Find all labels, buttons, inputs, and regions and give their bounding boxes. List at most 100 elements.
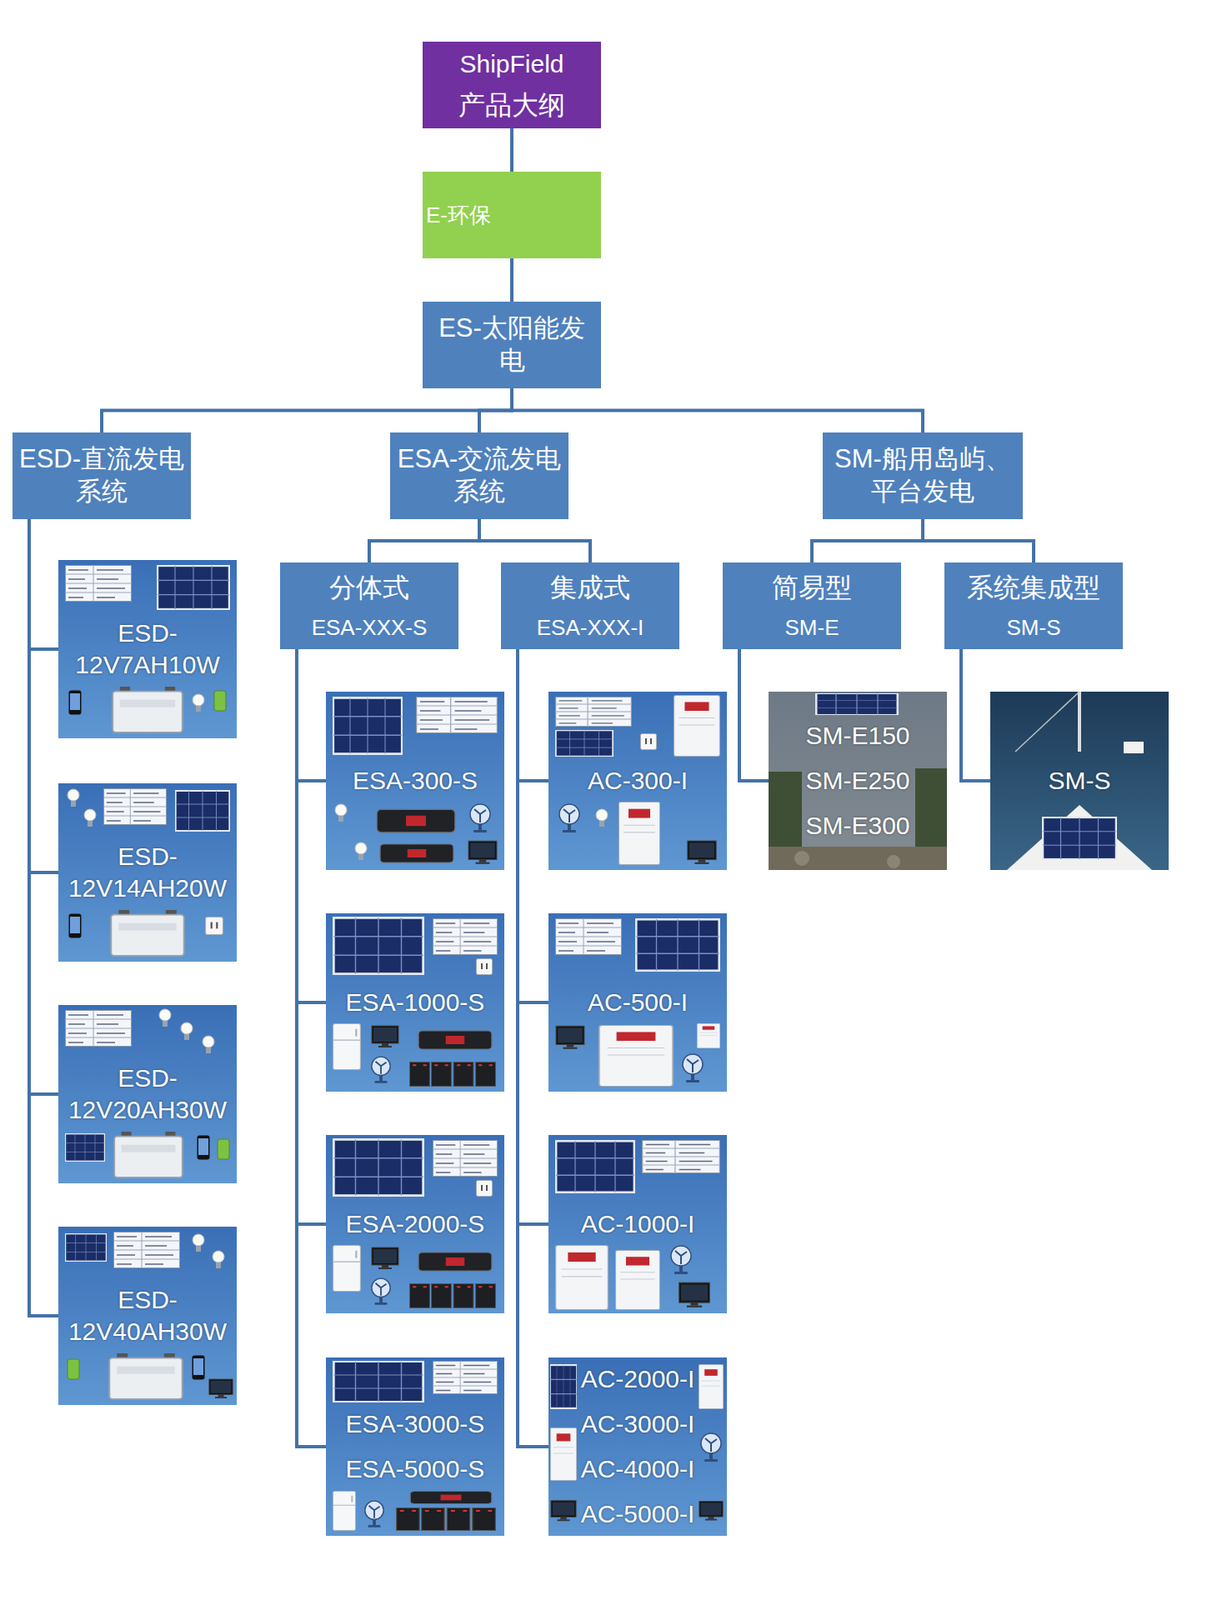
power-cabinet [696,1023,720,1049]
product-picture [325,1357,505,1537]
inverter-box [418,1252,492,1272]
product-picture-node: ESD- 12V7AH10W [58,560,237,739]
fan-icon [371,1056,391,1084]
connector-line [961,649,991,782]
power-cabinet [616,1251,661,1311]
connector-line [922,519,1034,563]
spec-table [113,1232,181,1269]
boat-mast [1077,691,1082,752]
picture-ground [548,1357,727,1537]
boat-rigging [1015,691,1080,752]
inverter-box [418,1031,492,1050]
connector-line [511,388,923,433]
photo-rock [794,851,810,867]
generator-container [915,768,947,847]
inverter-box [376,809,456,833]
product-picture-node: ESD- 12V14AH20W [58,783,237,962]
fan-icon [470,804,491,833]
power-cabinet [555,1246,609,1311]
category-label: SM-E [785,614,840,642]
solar-panel [816,694,898,716]
picture-ground [58,1227,237,1406]
power-cabinet [550,1427,576,1481]
product-label: AC-1000-I [580,1208,696,1241]
product-picture-node: ESD- 12V40AH30W [58,1227,237,1406]
category-label: ESA-交流发电系统 [395,443,564,509]
product-picture-node: AC-1000-I [548,1135,727,1314]
phone-icon [69,914,82,939]
connector-line [811,519,923,563]
photo-ground [768,846,947,871]
product-picture-node: ESA-2000-S [325,1135,505,1314]
picture-ground [548,913,727,1092]
tv-icon [687,841,717,865]
product-label: AC-4000-I [580,1453,696,1486]
category-label: 简易型 [771,570,852,605]
product-label: SM-E250 [805,765,910,797]
solar-panel [333,917,423,974]
category-label: 集成式 [550,570,631,605]
product-picture [548,1357,727,1537]
product-photo [990,691,1169,871]
product-label: ESA-5000-S [345,1453,486,1486]
spec-table [415,696,498,734]
fan-icon [371,1278,391,1306]
fridge-icon [332,1024,361,1071]
connector-line [517,649,549,1003]
fan-icon [682,1054,703,1083]
battery-box [114,1131,183,1178]
connector-line [29,519,59,873]
bulb-icon [159,1009,171,1027]
category-label: 产品大纲 [458,88,566,122]
solar-panel [555,1141,635,1192]
category-label: 系统集成型 [966,570,1101,605]
picture-ground [58,1005,237,1184]
category-box: 分体式ESA-XXX-S [280,562,459,650]
solar-panel [157,565,230,610]
product-picture-node: SM-S [990,691,1169,871]
spec-table [65,1010,132,1047]
connector-line [296,649,326,1003]
connector-line [479,519,591,563]
connector-line [296,649,326,782]
bulb-icon [355,842,367,861]
product-picture-node: SM-E150SM-E250SM-E300 [768,691,947,871]
tv-icon [209,1379,233,1399]
bulb-icon [192,1234,205,1253]
power-cabinet [698,1364,723,1409]
category-box: 系统集成型SM-S [944,562,1123,650]
product-label: AC-500-I [587,986,688,1019]
fan-icon [701,1433,722,1463]
picture-ground [58,560,237,739]
category-label: ESA-XXX-S [311,614,428,642]
photo-sky [768,691,947,871]
connector-line [517,649,549,782]
product-picture [58,560,237,739]
product-picture-node: ESA-3000-SESA-5000-S [325,1357,505,1537]
spec-table [432,918,498,956]
power-cabinet [619,802,661,866]
product-picture [548,913,727,1092]
category-label: ESA-XXX-I [536,614,645,642]
solar-panel [65,1134,106,1162]
product-label: ESD- 12V14AH20W [64,841,231,905]
product-picture [58,1005,237,1184]
picture-ground [58,783,237,962]
charger-icon [67,1359,80,1380]
tv-icon [550,1501,576,1522]
product-label: SM-E300 [805,810,910,842]
picture-ground [548,1135,727,1314]
category-box: ESD-直流发电系统 [12,432,191,520]
solar-panel [636,919,719,971]
bulb-icon [335,804,347,822]
tv-icon [371,1247,399,1270]
phone-icon [192,1356,206,1381]
boat-deck [1006,805,1152,871]
product-picture [58,783,237,962]
socket-icon [476,959,493,976]
connector-line [29,519,59,1095]
spec-table [432,1361,498,1395]
fridge-icon [332,1246,361,1293]
bulb-icon [202,1036,215,1054]
category-box: SM-船用岛屿、平台发电 [822,432,1023,520]
